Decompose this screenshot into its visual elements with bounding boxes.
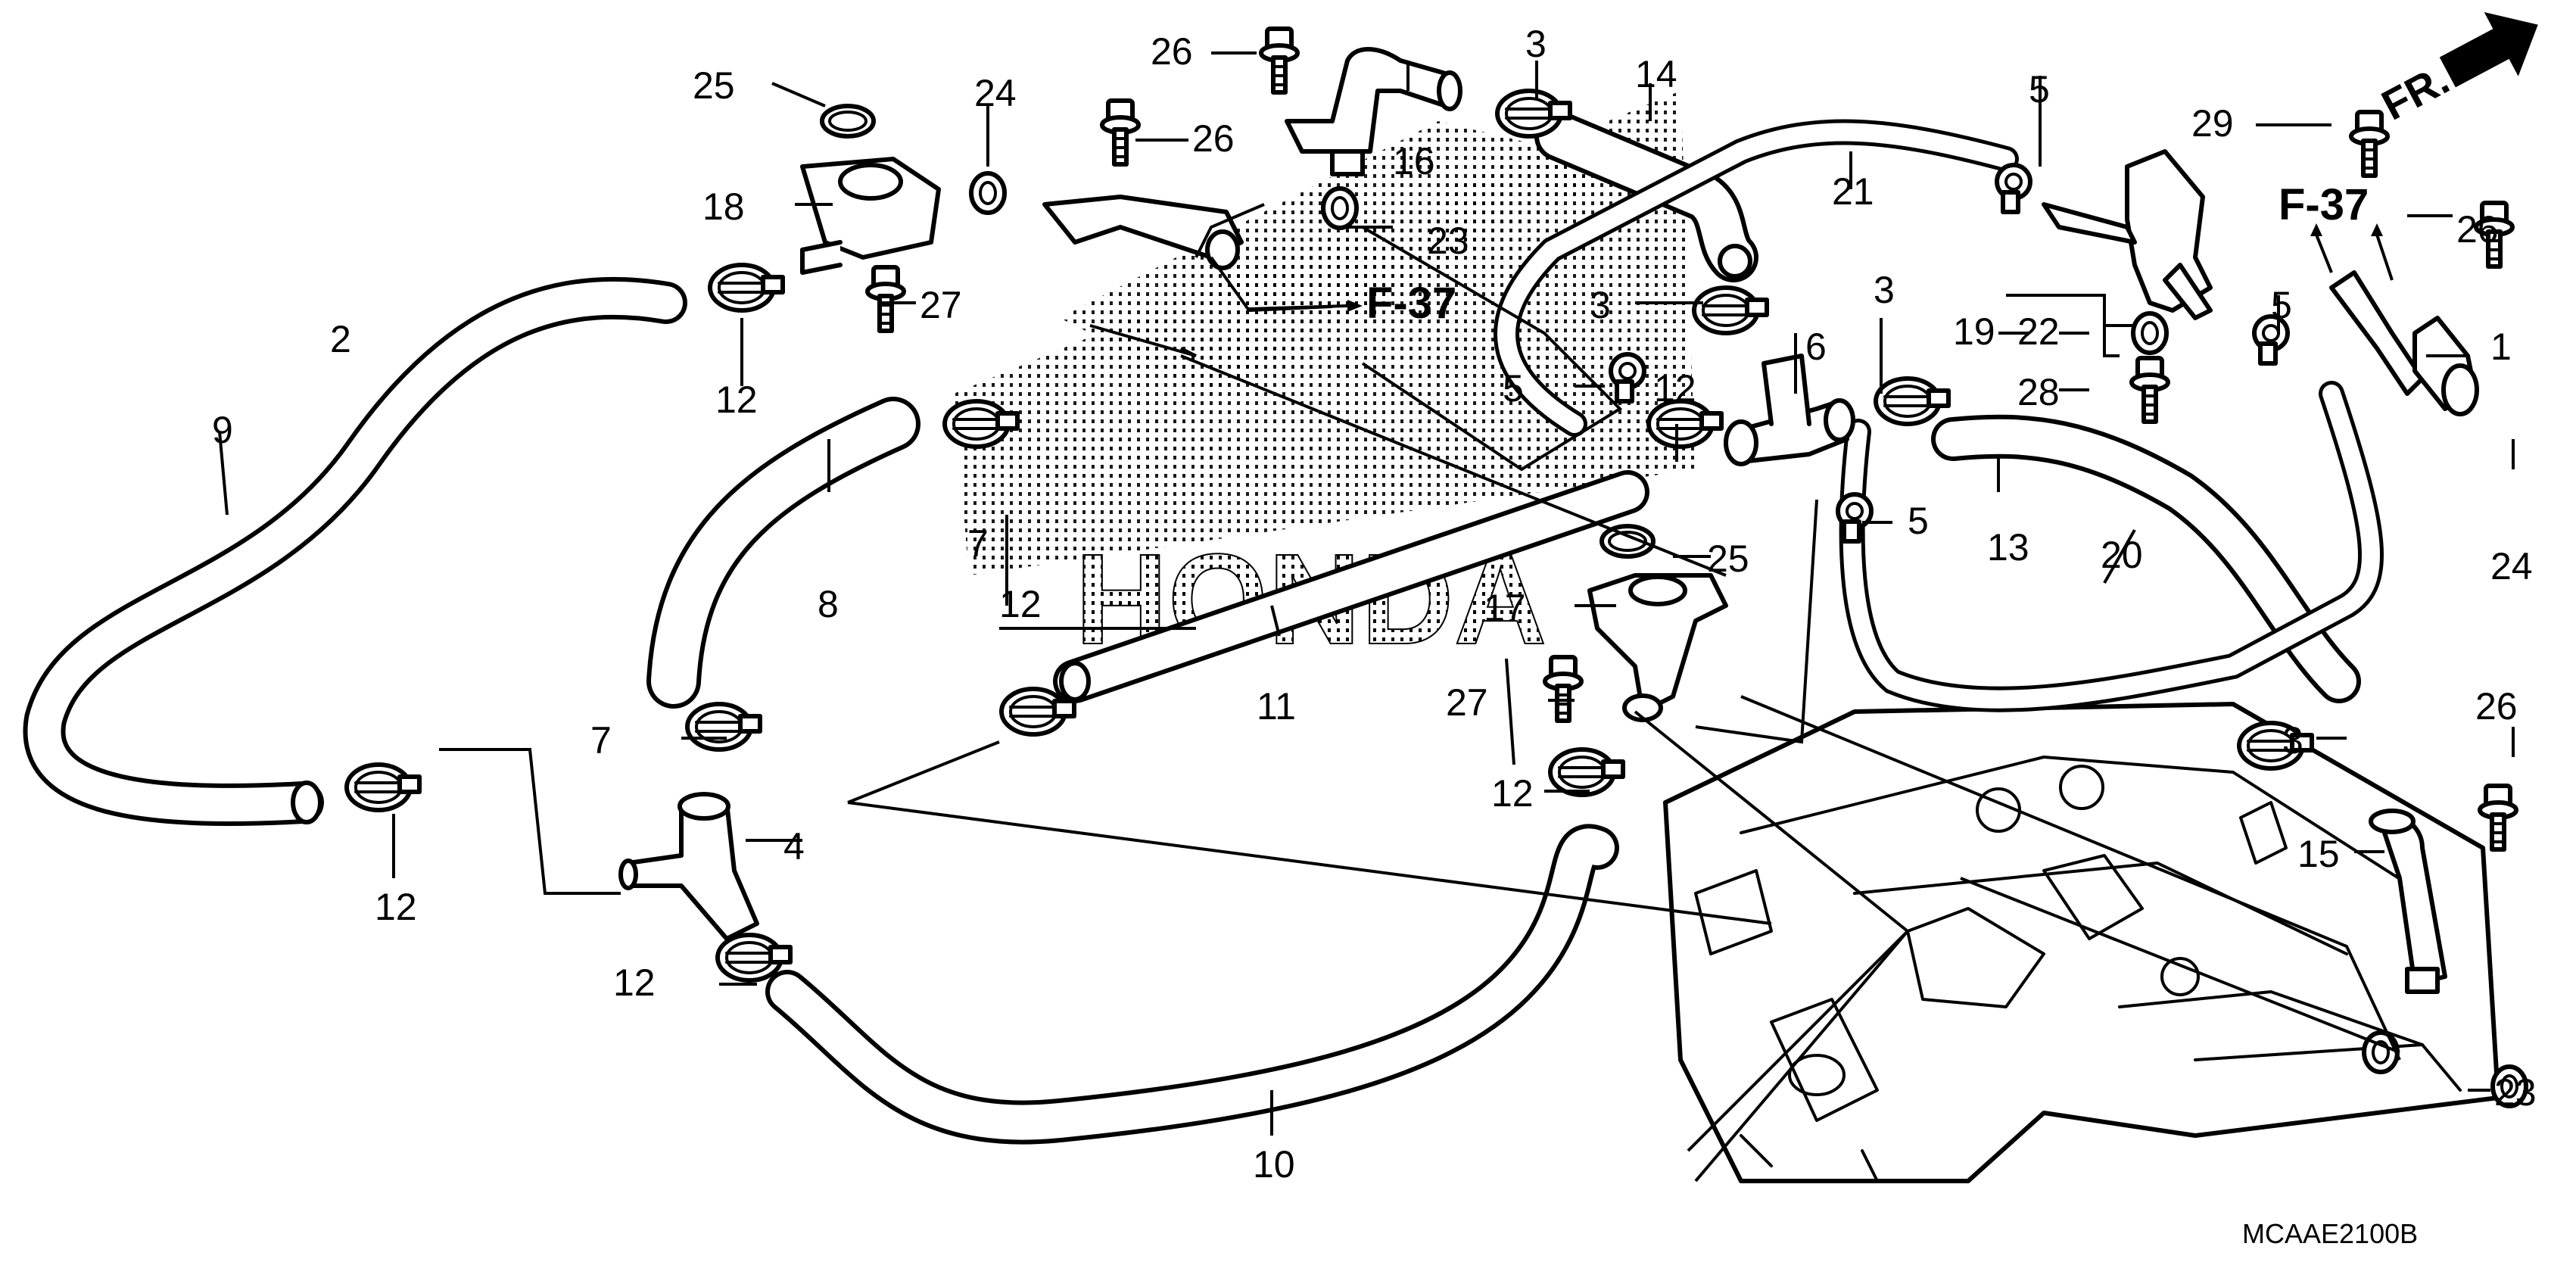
hose-8 [646, 397, 920, 709]
callout-26[interactable]: 26 [1151, 30, 1193, 73]
callout-labels: 1 2 3 3 3 3 4 5 5 5 5 6 7 7 8 9 10 11 12… [212, 23, 2537, 1186]
hose-10 [765, 824, 1619, 1145]
callout-16[interactable]: 16 [1393, 140, 1435, 182]
callout-18[interactable]: 18 [702, 185, 745, 228]
ref-label-f37[interactable]: F-37 [2279, 180, 2369, 229]
water-pipe-16 [1285, 47, 1462, 176]
callout-26[interactable]: 26 [2456, 208, 2499, 251]
callout-24[interactable]: 24 [974, 72, 1017, 114]
callout-10[interactable]: 10 [1253, 1143, 1295, 1186]
callout-5[interactable]: 5 [2271, 284, 2292, 326]
callout-3[interactable]: 3 [1590, 284, 1611, 326]
callout-23[interactable]: 23 [1427, 220, 1469, 262]
callout-5[interactable]: 5 [1503, 367, 1524, 410]
callout-25[interactable]: 25 [693, 64, 735, 107]
callout-5[interactable]: 5 [1908, 500, 1929, 542]
callout-7[interactable]: 7 [967, 522, 989, 565]
water-pipe-joint-1 [2329, 270, 2479, 416]
hose-11 [1053, 470, 1649, 703]
callout-28[interactable]: 28 [2017, 371, 2060, 413]
callout-13[interactable]: 13 [1987, 526, 2029, 569]
callout-26[interactable]: 26 [2475, 685, 2518, 728]
water-joint-17 [1587, 573, 1728, 722]
water-pipe-15 [2369, 809, 2447, 994]
callout-12[interactable]: 12 [613, 961, 656, 1004]
water-joint-18 [800, 157, 941, 275]
hose-14 [1534, 111, 1758, 282]
hose-9 [23, 276, 687, 826]
callout-29[interactable]: 29 [2191, 102, 2234, 145]
hose-20 [1839, 381, 2384, 712]
callout-17[interactable]: 17 [1484, 587, 1526, 629]
three-way-joint-4 [618, 792, 759, 941]
diagram-code: MCAAE2100B [2242, 1218, 2418, 1249]
callout-2[interactable]: 2 [330, 318, 351, 360]
water-pipe-2 [1042, 195, 1244, 270]
callout-24[interactable]: 24 [2490, 545, 2533, 587]
f37-reference-center: F-37 [1248, 279, 1456, 328]
callout-9[interactable]: 9 [212, 409, 233, 451]
callout-3[interactable]: 3 [1525, 23, 1547, 65]
callout-6[interactable]: 6 [1805, 326, 1827, 368]
callout-22[interactable]: 22 [2017, 310, 2060, 353]
callout-14[interactable]: 14 [1635, 53, 1677, 95]
leader-lines [218, 51, 2515, 1183]
callout-12[interactable]: 12 [999, 583, 1042, 625]
front-direction-arrow-icon [2439, 12, 2538, 88]
engine-block [1663, 702, 2500, 1183]
callout-19[interactable]: 19 [1953, 310, 1995, 353]
callout-4[interactable]: 4 [783, 825, 805, 868]
front-direction-indicator: FR. [2374, 12, 2538, 129]
callout-27[interactable]: 27 [920, 284, 962, 326]
callout-3[interactable]: 3 [1874, 269, 1895, 311]
callout-5[interactable]: 5 [2029, 68, 2050, 111]
ref-label-f37[interactable]: F-37 [1366, 279, 1456, 328]
callout-26[interactable]: 26 [1192, 117, 1235, 160]
callout-1[interactable]: 1 [2490, 326, 2512, 368]
hose-21 [1494, 119, 2019, 437]
callout-7[interactable]: 7 [590, 719, 612, 762]
callout-21[interactable]: 21 [1832, 170, 1874, 213]
callout-3[interactable]: 3 [2282, 719, 2303, 762]
callout-12[interactable]: 12 [1491, 772, 1534, 815]
callout-25[interactable]: 25 [1707, 538, 1749, 580]
direction-label: FR. [2374, 55, 2456, 129]
callout-20[interactable]: 20 [2101, 534, 2143, 576]
callout-15[interactable]: 15 [2297, 833, 2340, 875]
f37-reference-right: F-37 [2279, 180, 2394, 281]
callout-27[interactable]: 27 [1446, 681, 1488, 724]
three-way-joint-6 [1724, 354, 1855, 466]
callout-12[interactable]: 12 [375, 886, 417, 928]
callout-12[interactable]: 12 [1654, 367, 1696, 410]
bypass-joint-19 [2042, 149, 2213, 320]
callout-12[interactable]: 12 [715, 379, 758, 421]
callout-11[interactable]: 11 [1257, 685, 1296, 728]
callout-8[interactable]: 8 [818, 583, 839, 625]
callout-23[interactable]: 23 [2494, 1071, 2537, 1114]
